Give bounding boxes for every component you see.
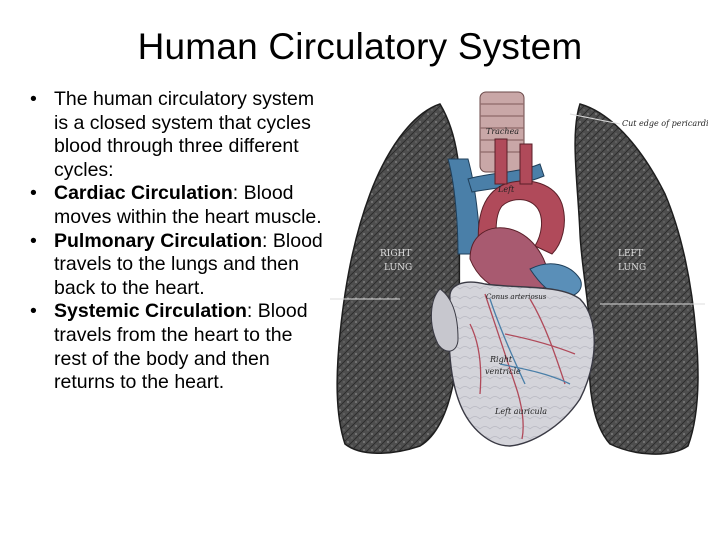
anatomy-svg: Trachea Cut edge of pericardium Left RIG… xyxy=(330,91,708,455)
bullet-mark: • xyxy=(30,88,37,110)
label-right-lung-2: LUNG xyxy=(384,263,412,273)
label-trachea: Trachea xyxy=(486,127,519,136)
bullet-text: : Blood travels to the lungs and then ba… xyxy=(54,229,323,299)
heart xyxy=(448,281,595,447)
bullet-item: • The human circulatory system is a clos… xyxy=(30,88,330,182)
label-left-auricula: Left auricula xyxy=(494,407,547,416)
bullet-mark: • xyxy=(30,300,37,323)
pulmonary-vein xyxy=(529,263,582,298)
bullet-item: • Systemic Circulation: Blood travels fr… xyxy=(30,300,330,394)
right-lung xyxy=(336,103,462,454)
bullet-text: The human circulatory system is a closed… xyxy=(54,88,315,181)
right-atrium xyxy=(431,288,459,352)
slide-title: Human Circulatory System xyxy=(137,26,583,67)
label-right-ventricle-1: Right xyxy=(489,355,513,364)
label-right-lung-1: RIGHT xyxy=(380,249,411,259)
bullet-mark: • xyxy=(30,182,37,205)
bullet-term: Pulmonary Circulation xyxy=(54,229,263,252)
bullet-text: : Blood moves within the heart muscle. xyxy=(54,182,322,228)
label-left-lung-1: LEFT xyxy=(618,249,643,259)
label-right-ventricle-2: ventricle xyxy=(485,367,521,376)
bullet-term: Cardiac Circulation xyxy=(54,182,233,205)
label-conus: Conus arteriosus xyxy=(486,293,547,301)
bullet-text: : Blood travels from the heart to the re… xyxy=(54,300,308,394)
bullet-item: • Pulmonary Circulation: Blood travels t… xyxy=(30,230,330,301)
bullet-list: • The human circulatory system is a clos… xyxy=(30,88,330,395)
label-cut-edge: Cut edge of pericardium xyxy=(622,119,708,128)
bullet-term: Systemic Circulation xyxy=(54,300,247,323)
bullet-item: • Cardiac Circulation: Blood moves withi… xyxy=(30,182,330,229)
aortic-arch xyxy=(477,180,565,263)
bullet-mark: • xyxy=(30,229,37,252)
left-lung xyxy=(574,103,699,455)
label-left-lung-2: LUNG xyxy=(618,263,646,273)
heart-lungs-illustration: Trachea Cut edge of pericardium Left RIG… xyxy=(330,84,708,464)
label-left: Left xyxy=(497,185,515,194)
